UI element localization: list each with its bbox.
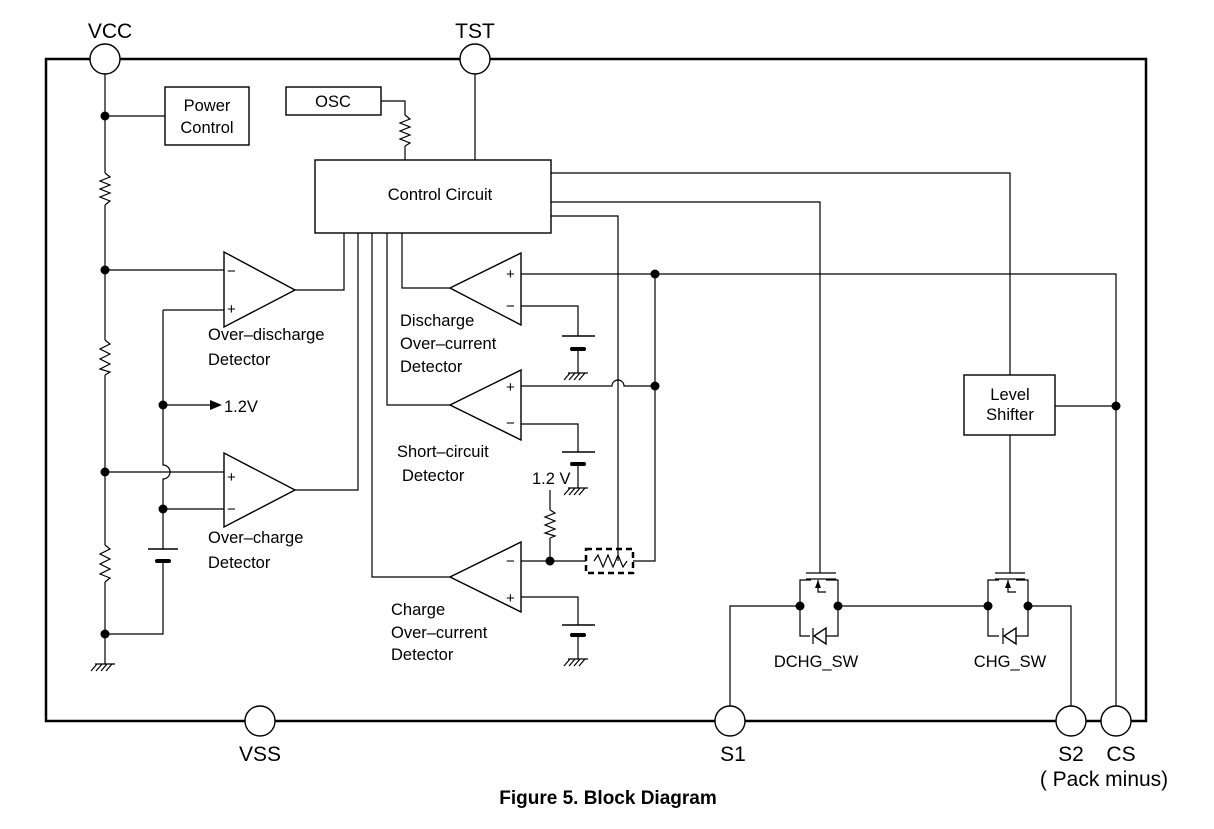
over-discharge-label-1: Over–discharge [208,326,324,344]
ref-1v2-source-label: 1.2 V [532,470,571,488]
control-circuit-label: Control Circuit [388,186,493,204]
sense-resistor [584,547,635,575]
over-charge-label-1: Over–charge [208,529,303,547]
ground-symbol-discharge [563,372,588,381]
over-discharge-label-2: Detector [208,351,271,369]
control-circuit-block: Control Circuit [314,159,552,234]
level-shifter-label-2: Shifter [986,406,1034,424]
plus-sign: + [506,266,515,283]
vcc-pin [89,43,121,75]
ground-symbol-charge [563,658,588,667]
osc-block: OSC [285,86,382,116]
figure-caption: Figure 5. Block Diagram [499,788,717,809]
minus-sign: − [506,553,515,570]
plus-sign: + [506,379,515,396]
power-control-label-2: Control [180,119,233,137]
charge-overcurrent-label-1: Charge [391,601,445,619]
level-shifter-block: Level Shifter [963,374,1056,436]
over-charge-comparator: + − [223,451,297,529]
short-circuit-label-2: Detector [402,467,465,485]
vcc-pin-label: VCC [88,20,132,43]
vss-pin [244,705,276,737]
tst-pin [459,43,491,75]
plus-sign: + [506,590,515,607]
package-outline [44,57,1148,723]
minus-sign: − [506,415,515,432]
power-control-block: Power Control [164,86,250,146]
short-circuit-comparator: + − [448,368,522,442]
over-discharge-comparator: − + [223,250,297,329]
s2-pin-label: S2 [1058,743,1084,766]
ground-symbol-vcc [90,663,115,672]
minus-sign: − [506,298,515,315]
cs-pin [1100,705,1132,737]
osc-label: OSC [315,93,351,111]
osc-resistor [398,114,412,147]
discharge-overcurrent-label-2: Over–current [400,335,497,353]
vss-pin-label: VSS [239,743,281,766]
ref-source-short [562,451,595,488]
vcc-divider-resistors [98,172,112,583]
minus-sign: − [227,263,236,280]
power-control-label-1: Power [184,97,231,115]
ref-arrow-icon [210,400,222,410]
ground-symbol-short [563,487,588,496]
chg-switch [987,572,1029,646]
charge-overcurrent-comparator: − + [448,540,522,614]
wiring [104,74,1117,708]
s2-pin [1055,705,1087,737]
dchg-switch [799,572,839,646]
plus-sign: + [227,469,236,486]
discharge-overcurrent-comparator: + − [448,251,522,327]
discharge-overcurrent-label-1: Discharge [400,312,474,330]
ref-source-charge [562,624,595,659]
cs-pin-label: CS [1106,743,1135,766]
charge-overcurrent-label-3: Detector [391,646,454,664]
discharge-overcurrent-label-3: Detector [400,358,463,376]
ref-source-left [148,548,178,563]
junction-dots [100,111,1121,639]
dchg-switch-label: DCHG_SW [774,653,859,671]
minus-sign: − [227,501,236,518]
plus-sign: + [227,301,236,318]
chg-switch-label: CHG_SW [974,653,1047,671]
s1-pin [714,705,746,737]
tst-pin-label: TST [455,20,495,43]
s1-pin-label: S1 [720,743,746,766]
short-circuit-label-1: Short–circuit [397,443,489,461]
reference-resistor [543,509,557,539]
ref-source-discharge [562,335,595,373]
ref-1v2-label: 1.2V [224,398,258,416]
charge-overcurrent-label-2: Over–current [391,624,488,642]
level-shifter-label-1: Level [990,386,1029,404]
pack-minus-label: ( Pack minus) [1040,768,1168,791]
over-charge-label-2: Detector [208,554,271,572]
